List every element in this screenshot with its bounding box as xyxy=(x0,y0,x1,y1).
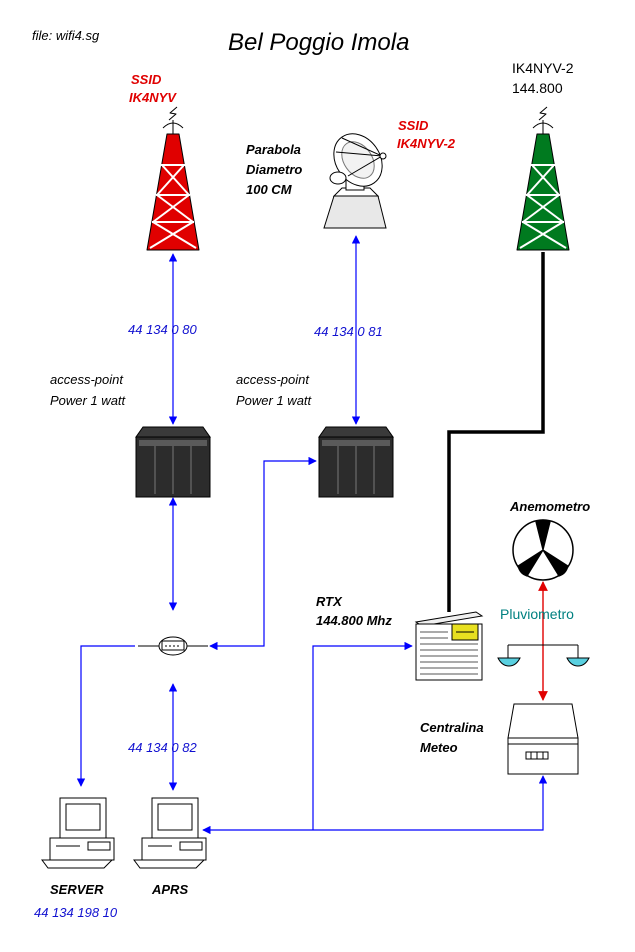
access-point-1 xyxy=(135,426,211,498)
file-label: file: wifi4.sg xyxy=(32,28,100,43)
tower-right-frequency: 144.800 xyxy=(512,80,563,96)
weather-station xyxy=(507,703,579,775)
diagram-title: Bel Poggio Imola xyxy=(228,29,410,56)
anemometer-label: Anemometro xyxy=(510,499,591,514)
network-hub xyxy=(138,636,208,656)
tower-left-ssid-label: SSID xyxy=(131,72,162,87)
anemometer xyxy=(512,519,574,581)
station-label-line1: Centralina xyxy=(420,720,484,735)
rain-gauge-label: Pluviometro xyxy=(500,606,574,622)
aprs-label: APRS xyxy=(152,882,189,897)
ip-access-point-2: 44 134 0 81 xyxy=(314,324,383,339)
link-rtx-aprs xyxy=(312,641,413,830)
coax-rtx-tower-right xyxy=(447,252,545,612)
link-hub-ap2 xyxy=(209,456,317,651)
antenna-tower-right xyxy=(516,106,570,251)
link-hub-server xyxy=(76,645,135,787)
dish-ssid-label: SSID xyxy=(398,118,429,133)
access-point-2 xyxy=(318,426,394,498)
ap1-label-line2: Power 1 watt xyxy=(50,393,126,408)
ap1-label-line1: access-point xyxy=(50,372,123,387)
antenna-tower-left xyxy=(146,106,200,251)
dish-label-line1: Parabola xyxy=(246,142,301,157)
tower-right-callsign: IK4NYV-2 xyxy=(512,60,574,76)
ap2-label-line2: Power 1 watt xyxy=(236,393,312,408)
rain-gauge xyxy=(497,644,590,667)
ip-server: 44 134 198 10 xyxy=(34,905,118,920)
server-computer xyxy=(41,797,115,869)
rtx-radio xyxy=(414,611,484,681)
dish-ssid-value: IK4NYV-2 xyxy=(397,136,456,151)
ap2-label-line1: access-point xyxy=(236,372,309,387)
dish-label-line3: 100 CM xyxy=(246,182,292,197)
tower-left-ssid-value: IK4NYV xyxy=(129,90,176,105)
station-label-line2: Meteo xyxy=(420,740,458,755)
ip-access-point-1: 44 134 0 80 xyxy=(128,322,197,337)
server-label: SERVER xyxy=(50,882,104,897)
satellite-dish xyxy=(323,133,387,229)
ip-aprs: 44 134 0 82 xyxy=(128,740,197,755)
rtx-label-line2: 144.800 Mhz xyxy=(316,613,392,628)
aprs-computer xyxy=(133,797,207,869)
link-station-aprs xyxy=(202,775,548,835)
rtx-label-line1: RTX xyxy=(316,594,342,609)
dish-label-line2: Diametro xyxy=(246,162,303,177)
